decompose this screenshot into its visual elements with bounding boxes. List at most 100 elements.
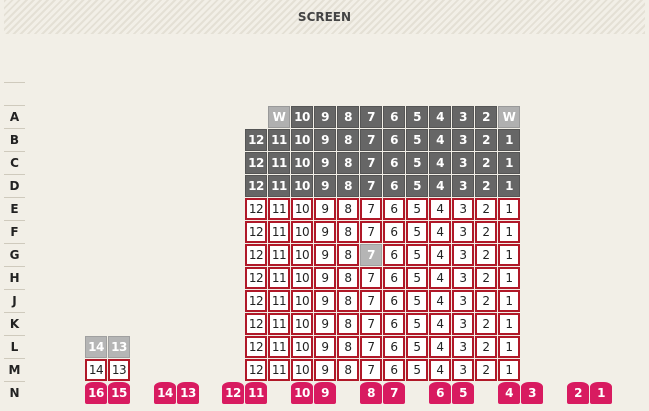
seat-L-1[interactable]: 1	[498, 336, 520, 358]
seat-F-3[interactable]: 3	[452, 221, 474, 243]
seat-K-5[interactable]: 5	[406, 313, 428, 335]
seat-D-9[interactable]: 9	[314, 175, 336, 197]
seat-C-7[interactable]: 7	[360, 152, 382, 174]
seat-M-2[interactable]: 2	[475, 359, 497, 381]
seat-G-11[interactable]: 11	[268, 244, 290, 266]
seat-L-12[interactable]: 12	[245, 336, 267, 358]
seat-K-9[interactable]: 9	[314, 313, 336, 335]
seat-K-8[interactable]: 8	[337, 313, 359, 335]
seat-M-14[interactable]: 14	[85, 359, 107, 381]
seat-G-5[interactable]: 5	[406, 244, 428, 266]
seat-F-10[interactable]: 10	[291, 221, 313, 243]
seat-N-2[interactable]: 2	[567, 382, 589, 404]
seat-E-10[interactable]: 10	[291, 198, 313, 220]
seat-C-8[interactable]: 8	[337, 152, 359, 174]
seat-M-5[interactable]: 5	[406, 359, 428, 381]
seat-G-10[interactable]: 10	[291, 244, 313, 266]
seat-F-9[interactable]: 9	[314, 221, 336, 243]
seat-K-1[interactable]: 1	[498, 313, 520, 335]
seat-H-8[interactable]: 8	[337, 267, 359, 289]
seat-D-11[interactable]: 11	[268, 175, 290, 197]
seat-E-12[interactable]: 12	[245, 198, 267, 220]
seat-E-4[interactable]: 4	[429, 198, 451, 220]
seat-N-11[interactable]: 11	[245, 382, 267, 404]
seat-N-16[interactable]: 16	[85, 382, 107, 404]
seat-N-5[interactable]: 5	[452, 382, 474, 404]
seat-C-12[interactable]: 12	[245, 152, 267, 174]
seat-K-3[interactable]: 3	[452, 313, 474, 335]
seat-F-5[interactable]: 5	[406, 221, 428, 243]
seat-J-5[interactable]: 5	[406, 290, 428, 312]
seat-F-12[interactable]: 12	[245, 221, 267, 243]
seat-L-8[interactable]: 8	[337, 336, 359, 358]
seat-N-15[interactable]: 15	[108, 382, 130, 404]
seat-G-12[interactable]: 12	[245, 244, 267, 266]
seat-B-8[interactable]: 8	[337, 129, 359, 151]
seat-D-4[interactable]: 4	[429, 175, 451, 197]
seat-B-1[interactable]: 1	[498, 129, 520, 151]
seat-C-3[interactable]: 3	[452, 152, 474, 174]
seat-N-8[interactable]: 8	[360, 382, 382, 404]
seat-E-7[interactable]: 7	[360, 198, 382, 220]
seat-M-7[interactable]: 7	[360, 359, 382, 381]
seat-H-3[interactable]: 3	[452, 267, 474, 289]
seat-M-9[interactable]: 9	[314, 359, 336, 381]
seat-C-2[interactable]: 2	[475, 152, 497, 174]
seat-A-2[interactable]: 2	[475, 106, 497, 128]
seat-D-10[interactable]: 10	[291, 175, 313, 197]
seat-L-3[interactable]: 3	[452, 336, 474, 358]
seat-J-9[interactable]: 9	[314, 290, 336, 312]
seat-L-6[interactable]: 6	[383, 336, 405, 358]
seat-A-6[interactable]: 6	[383, 106, 405, 128]
seat-G-2[interactable]: 2	[475, 244, 497, 266]
seat-N-1[interactable]: 1	[590, 382, 612, 404]
seat-L-11[interactable]: 11	[268, 336, 290, 358]
seat-M-4[interactable]: 4	[429, 359, 451, 381]
seat-G-3[interactable]: 3	[452, 244, 474, 266]
seat-D-12[interactable]: 12	[245, 175, 267, 197]
seat-J-2[interactable]: 2	[475, 290, 497, 312]
seat-C-4[interactable]: 4	[429, 152, 451, 174]
seat-K-11[interactable]: 11	[268, 313, 290, 335]
seat-G-1[interactable]: 1	[498, 244, 520, 266]
seat-A-9[interactable]: 9	[314, 106, 336, 128]
seat-B-5[interactable]: 5	[406, 129, 428, 151]
seat-J-3[interactable]: 3	[452, 290, 474, 312]
seat-L-14[interactable]: 14	[85, 336, 107, 358]
seat-D-1[interactable]: 1	[498, 175, 520, 197]
seat-H-10[interactable]: 10	[291, 267, 313, 289]
seat-D-3[interactable]: 3	[452, 175, 474, 197]
seat-A-10[interactable]: 10	[291, 106, 313, 128]
seat-C-5[interactable]: 5	[406, 152, 428, 174]
seat-B-6[interactable]: 6	[383, 129, 405, 151]
seat-N-3[interactable]: 3	[521, 382, 543, 404]
seat-E-6[interactable]: 6	[383, 198, 405, 220]
seat-C-11[interactable]: 11	[268, 152, 290, 174]
seat-L-2[interactable]: 2	[475, 336, 497, 358]
seat-A-7[interactable]: 7	[360, 106, 382, 128]
seat-B-12[interactable]: 12	[245, 129, 267, 151]
seat-N-7[interactable]: 7	[383, 382, 405, 404]
seat-A-5[interactable]: 5	[406, 106, 428, 128]
seat-B-4[interactable]: 4	[429, 129, 451, 151]
seat-H-7[interactable]: 7	[360, 267, 382, 289]
seat-J-12[interactable]: 12	[245, 290, 267, 312]
seat-J-10[interactable]: 10	[291, 290, 313, 312]
seat-K-2[interactable]: 2	[475, 313, 497, 335]
seat-N-14[interactable]: 14	[154, 382, 176, 404]
seat-F-1[interactable]: 1	[498, 221, 520, 243]
seat-K-6[interactable]: 6	[383, 313, 405, 335]
seat-E-9[interactable]: 9	[314, 198, 336, 220]
seat-J-6[interactable]: 6	[383, 290, 405, 312]
seat-E-11[interactable]: 11	[268, 198, 290, 220]
seat-K-4[interactable]: 4	[429, 313, 451, 335]
seat-E-2[interactable]: 2	[475, 198, 497, 220]
seat-D-8[interactable]: 8	[337, 175, 359, 197]
seat-N-9[interactable]: 9	[314, 382, 336, 404]
seat-H-2[interactable]: 2	[475, 267, 497, 289]
seat-J-7[interactable]: 7	[360, 290, 382, 312]
seat-M-11[interactable]: 11	[268, 359, 290, 381]
seat-A-8[interactable]: 8	[337, 106, 359, 128]
seat-L-13[interactable]: 13	[108, 336, 130, 358]
seat-N-4[interactable]: 4	[498, 382, 520, 404]
